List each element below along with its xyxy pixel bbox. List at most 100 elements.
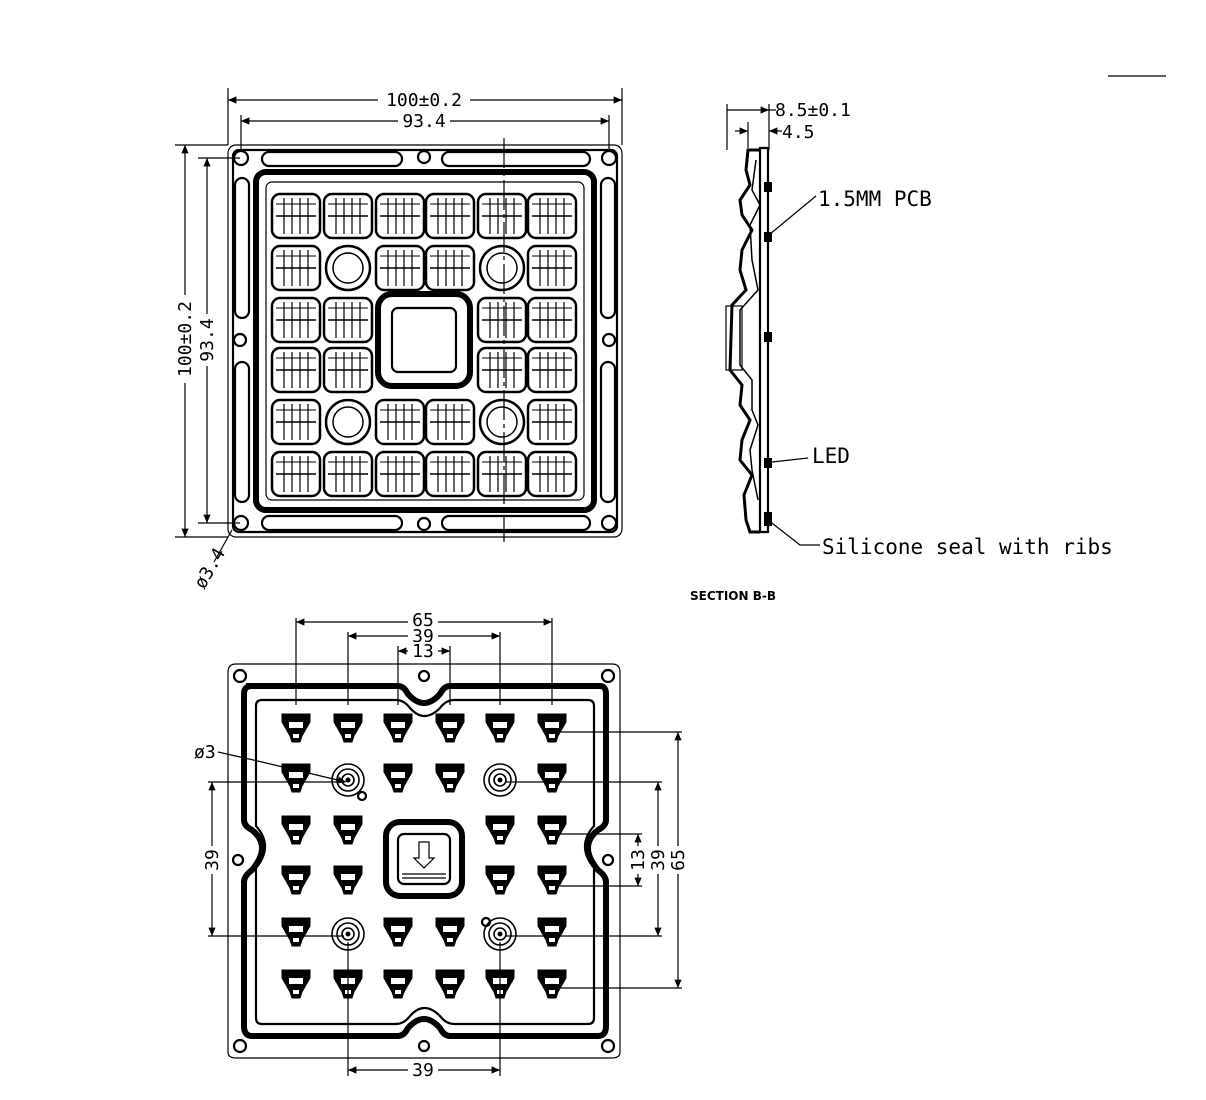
hole-icon: [232, 668, 248, 684]
top-mounting-holes: [232, 149, 618, 532]
lens-body: [537, 969, 567, 999]
dim-right-65: 65: [668, 849, 689, 871]
dim-offset: 4.5: [782, 122, 815, 143]
label-led: LED: [812, 444, 850, 468]
optic-circle-icon: [324, 244, 372, 292]
lens-body: [281, 865, 311, 895]
lens-body: [537, 815, 567, 845]
lens-cell: [322, 192, 374, 240]
lens-body: [383, 969, 413, 999]
lens-body: [281, 815, 311, 845]
dim-top-39: 39: [412, 626, 434, 647]
optic-circle-icon: [478, 398, 526, 446]
lens-cell: [424, 192, 476, 240]
lens-cell: [374, 398, 426, 446]
lens-cell: [526, 192, 578, 240]
optic-ring-icon: [483, 763, 517, 797]
dim-hole-diameter: ø3.4: [190, 544, 230, 592]
leader-seal: [767, 519, 820, 546]
lens-body: [281, 969, 311, 999]
dim-overall-height: 100±0.2: [175, 301, 196, 377]
lens-body: [333, 865, 363, 895]
lens-body: [281, 763, 311, 793]
dim-overall-width: 100±0.2: [386, 90, 462, 111]
section-title: SECTION B-B: [690, 589, 776, 603]
lens-cell: [270, 244, 322, 292]
arrow-down-icon: [412, 841, 436, 869]
lens-cell: [424, 450, 476, 498]
center-window: [375, 291, 473, 389]
lens-cell: [526, 450, 578, 498]
lens-cell: [270, 346, 322, 394]
label-pcb: 1.5MM PCB: [818, 187, 932, 211]
connector-window: [383, 819, 465, 899]
lens-cell: [526, 296, 578, 344]
lens-body: [281, 917, 311, 947]
lens-body: [537, 763, 567, 793]
optic-circle-icon: [324, 398, 372, 446]
lens-cell: [270, 192, 322, 240]
lens-cell: [374, 244, 426, 292]
lens-cell: [476, 450, 528, 498]
lens-body: [435, 763, 465, 793]
leader-led: [771, 457, 809, 463]
lens-cell: [322, 450, 374, 498]
lens-body: [383, 763, 413, 793]
pcb-section: [758, 146, 770, 534]
lens-body: [383, 713, 413, 743]
lens-cell: [270, 398, 322, 446]
optic-circle-icon: [478, 244, 526, 292]
hole-icon: [600, 514, 618, 532]
lens-body: [435, 713, 465, 743]
lens-body: [485, 865, 515, 895]
bottom-plate-outline: [227, 663, 621, 1059]
dim-inner-width: 93.4: [402, 111, 445, 132]
dim-bottom-39: 39: [412, 1060, 434, 1081]
hole-icon: [600, 1038, 616, 1054]
top-lens-array: [270, 192, 578, 498]
lens-body: [435, 917, 465, 947]
top-plate-outline: [227, 144, 623, 538]
lens-cell: [476, 296, 528, 344]
lens-cell: [526, 244, 578, 292]
hole-icon: [232, 514, 250, 532]
hole-icon: [232, 149, 250, 167]
lens-cell: [322, 346, 374, 394]
lens-section-profile: [728, 148, 760, 534]
top-lens-frame: [253, 169, 597, 513]
lens-cell: [476, 192, 528, 240]
bottom-lens-array: [281, 713, 567, 999]
bottom-view: 65 39 13 ø3: [194, 610, 689, 1081]
lens-body: [485, 815, 515, 845]
label-seal: Silicone seal with ribs: [822, 535, 1113, 559]
dim-inner-height: 93.4: [197, 318, 218, 361]
lens-cell: [322, 296, 374, 344]
lens-body: [333, 815, 363, 845]
hole-icon: [232, 1038, 248, 1054]
lens-body: [333, 713, 363, 743]
lens-body: [537, 865, 567, 895]
dim-left-39: 39: [202, 849, 223, 871]
lens-body: [537, 917, 567, 947]
dim-hole: ø3: [194, 742, 216, 763]
hole-icon: [600, 668, 616, 684]
dim-top-65: 65: [412, 610, 434, 631]
lens-body: [537, 713, 567, 743]
lens-cell: [270, 296, 322, 344]
dim-right-13: 13: [628, 849, 649, 871]
dim-thickness: 8.5±0.1: [775, 100, 851, 121]
seal-groove: [241, 683, 609, 1039]
dim-right-39: 39: [648, 849, 669, 871]
lens-cell: [424, 244, 476, 292]
lens-cell: [526, 346, 578, 394]
lens-cell: [374, 450, 426, 498]
leader-pcb: [769, 195, 817, 235]
lens-cell: [270, 450, 322, 498]
lens-cell: [476, 346, 528, 394]
lens-body: [485, 713, 515, 743]
lens-cell: [374, 192, 426, 240]
lens-body: [281, 713, 311, 743]
lens-cell: [424, 398, 476, 446]
lens-body: [435, 969, 465, 999]
